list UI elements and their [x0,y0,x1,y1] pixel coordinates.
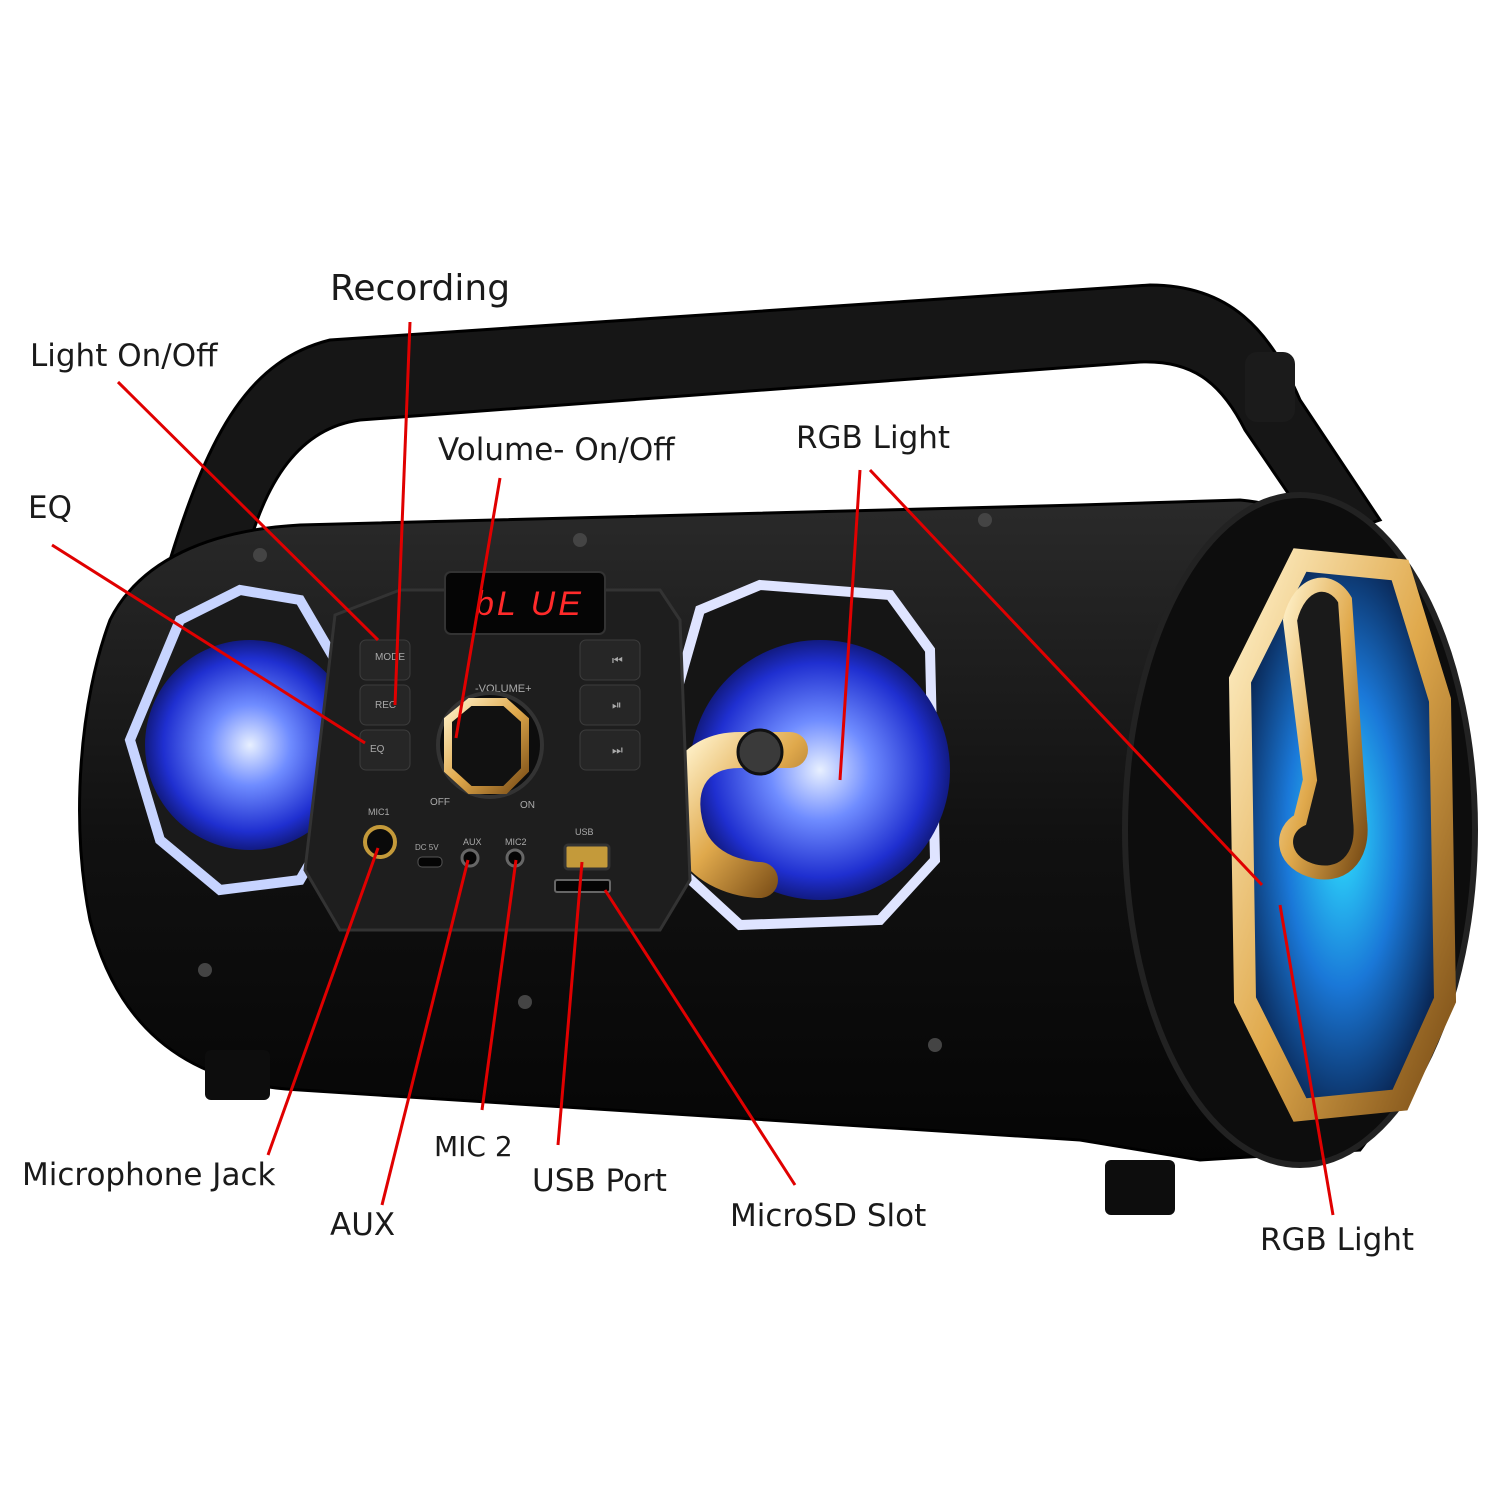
callout-microsd-slot: MicroSD Slot [730,1198,927,1234]
on-label: ON [520,800,535,811]
mic1-jack[interactable] [363,825,397,859]
next-icon: ⏭ [612,743,623,757]
callout-recording: Recording [330,268,511,309]
play-icon: ⏯ [612,698,622,712]
screw [928,1038,942,1052]
aux-jack[interactable] [460,848,480,868]
prev-icon: ⏮ [612,653,623,667]
leader-eq [51,543,366,745]
eq-label: EQ [370,744,385,755]
callout-usb-port: USB Port [532,1163,667,1199]
callout-eq: EQ [28,490,72,526]
callout-rgb-light-top: RGB Light [796,420,951,456]
play-button[interactable] [579,684,641,726]
screw [518,995,532,1009]
leader-rgb-top-center [838,469,862,781]
microsd-slot[interactable] [554,879,611,893]
leader-light-on-off [116,380,380,642]
callout-light-on-off: Light On/Off [30,338,218,374]
mic1-label: MIC1 [368,807,390,817]
usb-label: USB [575,827,594,837]
leader-mic2 [480,859,518,1111]
next-button[interactable] [579,729,641,771]
leader-volume [454,477,502,739]
screw [253,548,267,562]
callout-microphone-jack: Microphone Jack [22,1157,276,1193]
handle-mount-tab [1245,352,1295,422]
callout-volume-on-off: Volume- On/Off [438,432,675,468]
mode-label: MODE [375,652,405,663]
center-rgb-light [690,640,950,900]
prev-button[interactable] [579,639,641,681]
volume-power-ring[interactable] [444,698,529,794]
rec-label: REC [375,700,396,711]
center-knob-cap [736,728,784,776]
mic2-label: MIC2 [505,837,527,847]
leader-lines [51,321,1335,1216]
carry-handle[interactable] [167,283,1383,562]
callout-mic2: MIC 2 [434,1130,513,1163]
dc5v-label: DC 5V [415,843,439,852]
callout-aux: AUX [330,1207,396,1243]
leader-rgb-top-right [868,468,1264,887]
leader-usb [556,861,584,1146]
off-label: OFF [430,797,450,808]
dc5v-port[interactable] [417,856,443,868]
eq-button[interactable] [359,729,411,771]
foot-left [205,1050,270,1100]
right-gold-trim [1279,577,1368,880]
leader-aux [380,859,470,1206]
screw [198,963,212,977]
leader-microphone-jack [266,847,380,1156]
usb-port[interactable] [563,843,611,871]
aux-label: AUX [463,837,482,847]
foot-right [1105,1160,1175,1215]
leader-rgb-bottom [1278,904,1335,1216]
display-text: bL UE [475,585,584,623]
led-display [444,571,606,635]
rec-button[interactable] [359,684,411,726]
leader-recording [393,321,412,706]
callout-rgb-light-bottom: RGB Light [1260,1222,1415,1258]
screw [978,513,992,527]
leader-microsd [603,889,797,1186]
screw [573,533,587,547]
